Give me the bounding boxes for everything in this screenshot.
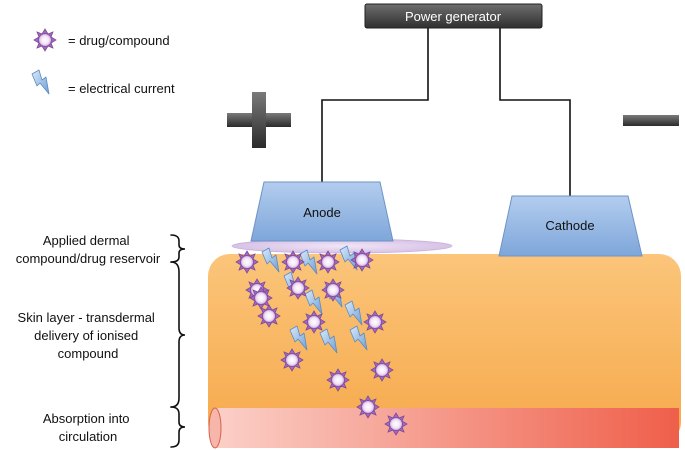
drug-molecule-icon bbox=[370, 358, 394, 382]
drug-molecule-icon bbox=[326, 368, 350, 392]
legend-drug-label: = drug/compound bbox=[68, 33, 170, 48]
legend: = drug/compound = electrical current bbox=[31, 28, 175, 96]
blood-vessel bbox=[208, 407, 679, 449]
cathode-label: Cathode bbox=[545, 218, 594, 233]
drug-molecule-icon bbox=[356, 395, 380, 419]
anode-wire bbox=[321, 28, 429, 182]
cathode-electrode: Cathode bbox=[498, 195, 643, 257]
plus-icon bbox=[227, 92, 291, 148]
legend-current-label: = electrical current bbox=[68, 81, 175, 96]
skin-layer bbox=[208, 254, 681, 444]
power-generator-label: Power generator bbox=[405, 9, 502, 24]
anode-electrode: Anode bbox=[250, 181, 394, 242]
absorption-annotation: Absorption into circulation bbox=[43, 411, 133, 444]
drug-molecule-icon bbox=[363, 310, 387, 334]
drug-molecule-icon bbox=[302, 310, 326, 334]
drug-molecule-icon bbox=[350, 248, 374, 272]
absorption-brace bbox=[170, 406, 186, 448]
drug-molecule-icon bbox=[281, 250, 305, 274]
drug-molecule-icon bbox=[321, 278, 345, 302]
power-generator: Power generator bbox=[364, 3, 543, 29]
current-legend-icon bbox=[31, 69, 50, 95]
wires bbox=[321, 28, 571, 196]
drug-molecule-icon bbox=[316, 250, 340, 274]
minus-icon bbox=[623, 115, 679, 126]
annotations: Applied dermal compound/drug reservoir S… bbox=[16, 233, 161, 444]
drug-molecule-icon bbox=[235, 250, 259, 274]
cathode-wire bbox=[499, 28, 571, 196]
reservoir-annotation: Applied dermal compound/drug reservoir bbox=[16, 233, 161, 266]
drug-molecule-icon bbox=[280, 348, 304, 372]
drug-molecule-icon bbox=[286, 276, 310, 300]
reservoir-brace bbox=[170, 234, 186, 263]
drug-molecule-icon bbox=[384, 412, 408, 436]
skin-layer-brace bbox=[170, 261, 186, 408]
drug-molecule-icon bbox=[257, 304, 281, 328]
annotation-braces bbox=[170, 234, 186, 448]
drug-legend-icon bbox=[33, 28, 57, 52]
skin-layer-annotation: Skin layer - transdermal delivery of ion… bbox=[18, 310, 159, 361]
anode-label: Anode bbox=[303, 205, 341, 220]
